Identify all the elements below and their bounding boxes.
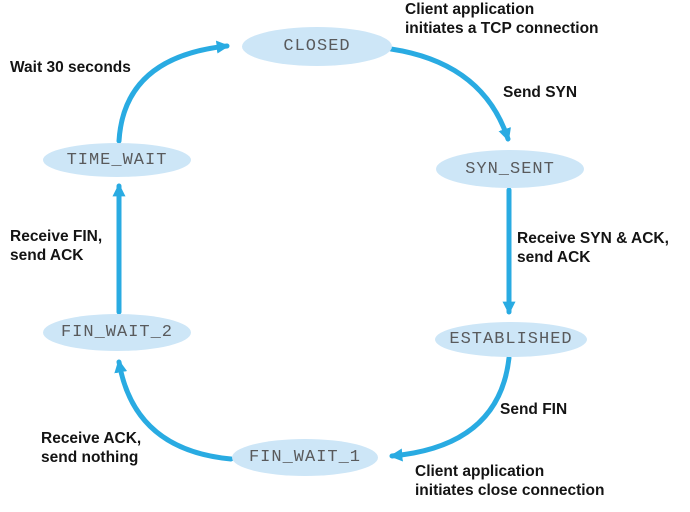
state-fin-wait-2: FIN_WAIT_2 xyxy=(43,314,191,351)
label-send-syn: Send SYN xyxy=(503,84,578,101)
arrow-closed-to-syn-sent xyxy=(388,46,511,142)
state-closed: CLOSED xyxy=(242,27,392,66)
state-fin-wait-1: FIN_WAIT_1 xyxy=(232,439,378,476)
state-fin-wait-1-label: FIN_WAIT_1 xyxy=(248,448,362,467)
state-closed-label: CLOSED xyxy=(283,37,351,56)
arrow-fin-wait-1-to-fin-wait-2 xyxy=(114,359,234,462)
label-client-initiates-tcp-connection: Client application initiates a TCP conne… xyxy=(405,1,599,37)
label-receive-ack-send-nothing: Receive ACK, send nothing xyxy=(41,430,142,466)
state-established-label: ESTABLISHED xyxy=(449,330,573,349)
label-receive-syn-ack-send-ack: Receive SYN & ACK, send ACK xyxy=(517,230,669,266)
state-time-wait: TIME_WAIT xyxy=(43,143,191,177)
label-receive-fin-send-ack: Receive FIN, send ACK xyxy=(10,228,103,264)
state-fin-wait-2-label: FIN_WAIT_2 xyxy=(60,323,174,342)
state-time-wait-label: TIME_WAIT xyxy=(66,150,168,170)
arrow-time-wait-to-closed xyxy=(116,40,230,144)
label-send-fin: Send FIN xyxy=(500,401,568,418)
label-client-initiates-close-connection: Client application initiates close conne… xyxy=(415,463,605,499)
label-wait-30-seconds: Wait 30 seconds xyxy=(10,59,131,76)
state-syn-sent: SYN_SENT xyxy=(436,150,584,188)
state-established: ESTABLISHED xyxy=(435,322,587,357)
state-syn-sent-label: SYN_SENT xyxy=(465,159,555,179)
arrow-established-to-fin-wait-1 xyxy=(389,355,512,462)
